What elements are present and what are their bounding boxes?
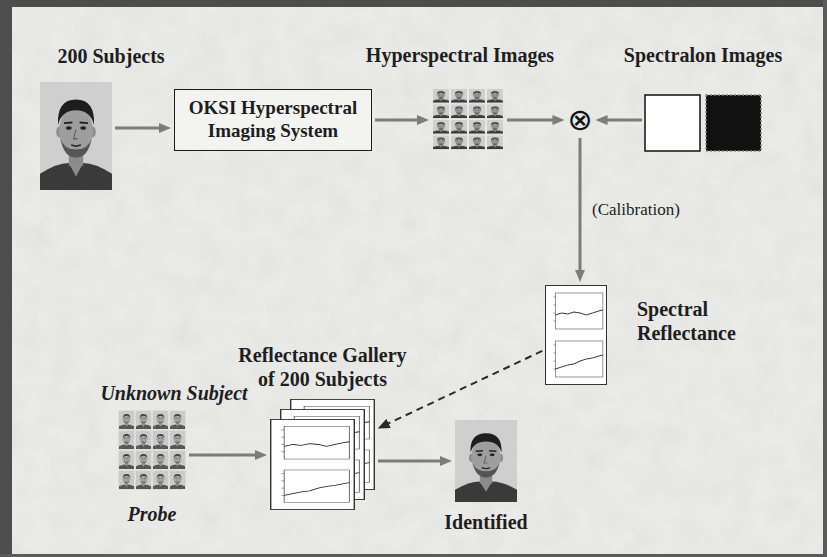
hyperspectral-grid <box>432 88 504 150</box>
node-text: Spectralon Images <box>624 43 782 67</box>
flow-arrow <box>606 119 642 122</box>
flow-arrow <box>375 119 419 122</box>
probe-noise <box>118 410 186 490</box>
image-grid: Hyperspectral Images <box>432 88 504 150</box>
flow-arrow <box>189 454 257 457</box>
node-text: 200 Subjects <box>57 44 164 68</box>
node-text: Unknown Subject <box>100 381 247 405</box>
subject-photo <box>40 82 112 190</box>
black-spectralon <box>706 95 761 151</box>
multiply-symbol: ⊗ <box>567 105 592 135</box>
flow-arrow <box>115 127 161 130</box>
node-text: Identified <box>444 510 527 534</box>
frame-border <box>823 0 827 557</box>
reflectance-sheet <box>546 286 607 385</box>
reflectance-plot: Spectral Reflectance <box>545 285 607 385</box>
node-text: Spectral Reflectance <box>637 297 762 345</box>
flow-arrow <box>378 460 442 463</box>
white-spectralon <box>645 95 700 151</box>
gallery-sheet <box>271 419 355 509</box>
flow-arrow <box>578 138 581 272</box>
reflectance-gallery: Reflectance Gallery of 200 Subjects <box>270 399 375 510</box>
node-text: OKSI Hyperspectral Imaging System <box>185 97 361 143</box>
node-text: Probe <box>128 502 177 526</box>
identified-photo: Identified <box>455 420 517 502</box>
identified-photo <box>455 420 517 502</box>
probe-images: Unknown SubjectProbe <box>118 410 186 490</box>
node-text: Hyperspectral Images <box>366 43 554 67</box>
frame-border <box>0 0 12 557</box>
flow-arrow <box>387 351 543 424</box>
frame-border <box>0 0 827 7</box>
edge-label: (Calibration) <box>592 200 680 220</box>
node-text: Reflectance Gallery of 200 Subjects <box>233 343 413 391</box>
subject-photo: 200 Subjects <box>40 82 112 190</box>
probe-grid <box>118 410 186 490</box>
process-box: OKSI Hyperspectral Imaging System <box>174 89 372 151</box>
flow-arrow <box>507 119 554 122</box>
node-text: ⊗ <box>567 105 592 135</box>
frame-border <box>0 554 827 557</box>
reference-panel: Spectralon Images <box>645 95 761 151</box>
